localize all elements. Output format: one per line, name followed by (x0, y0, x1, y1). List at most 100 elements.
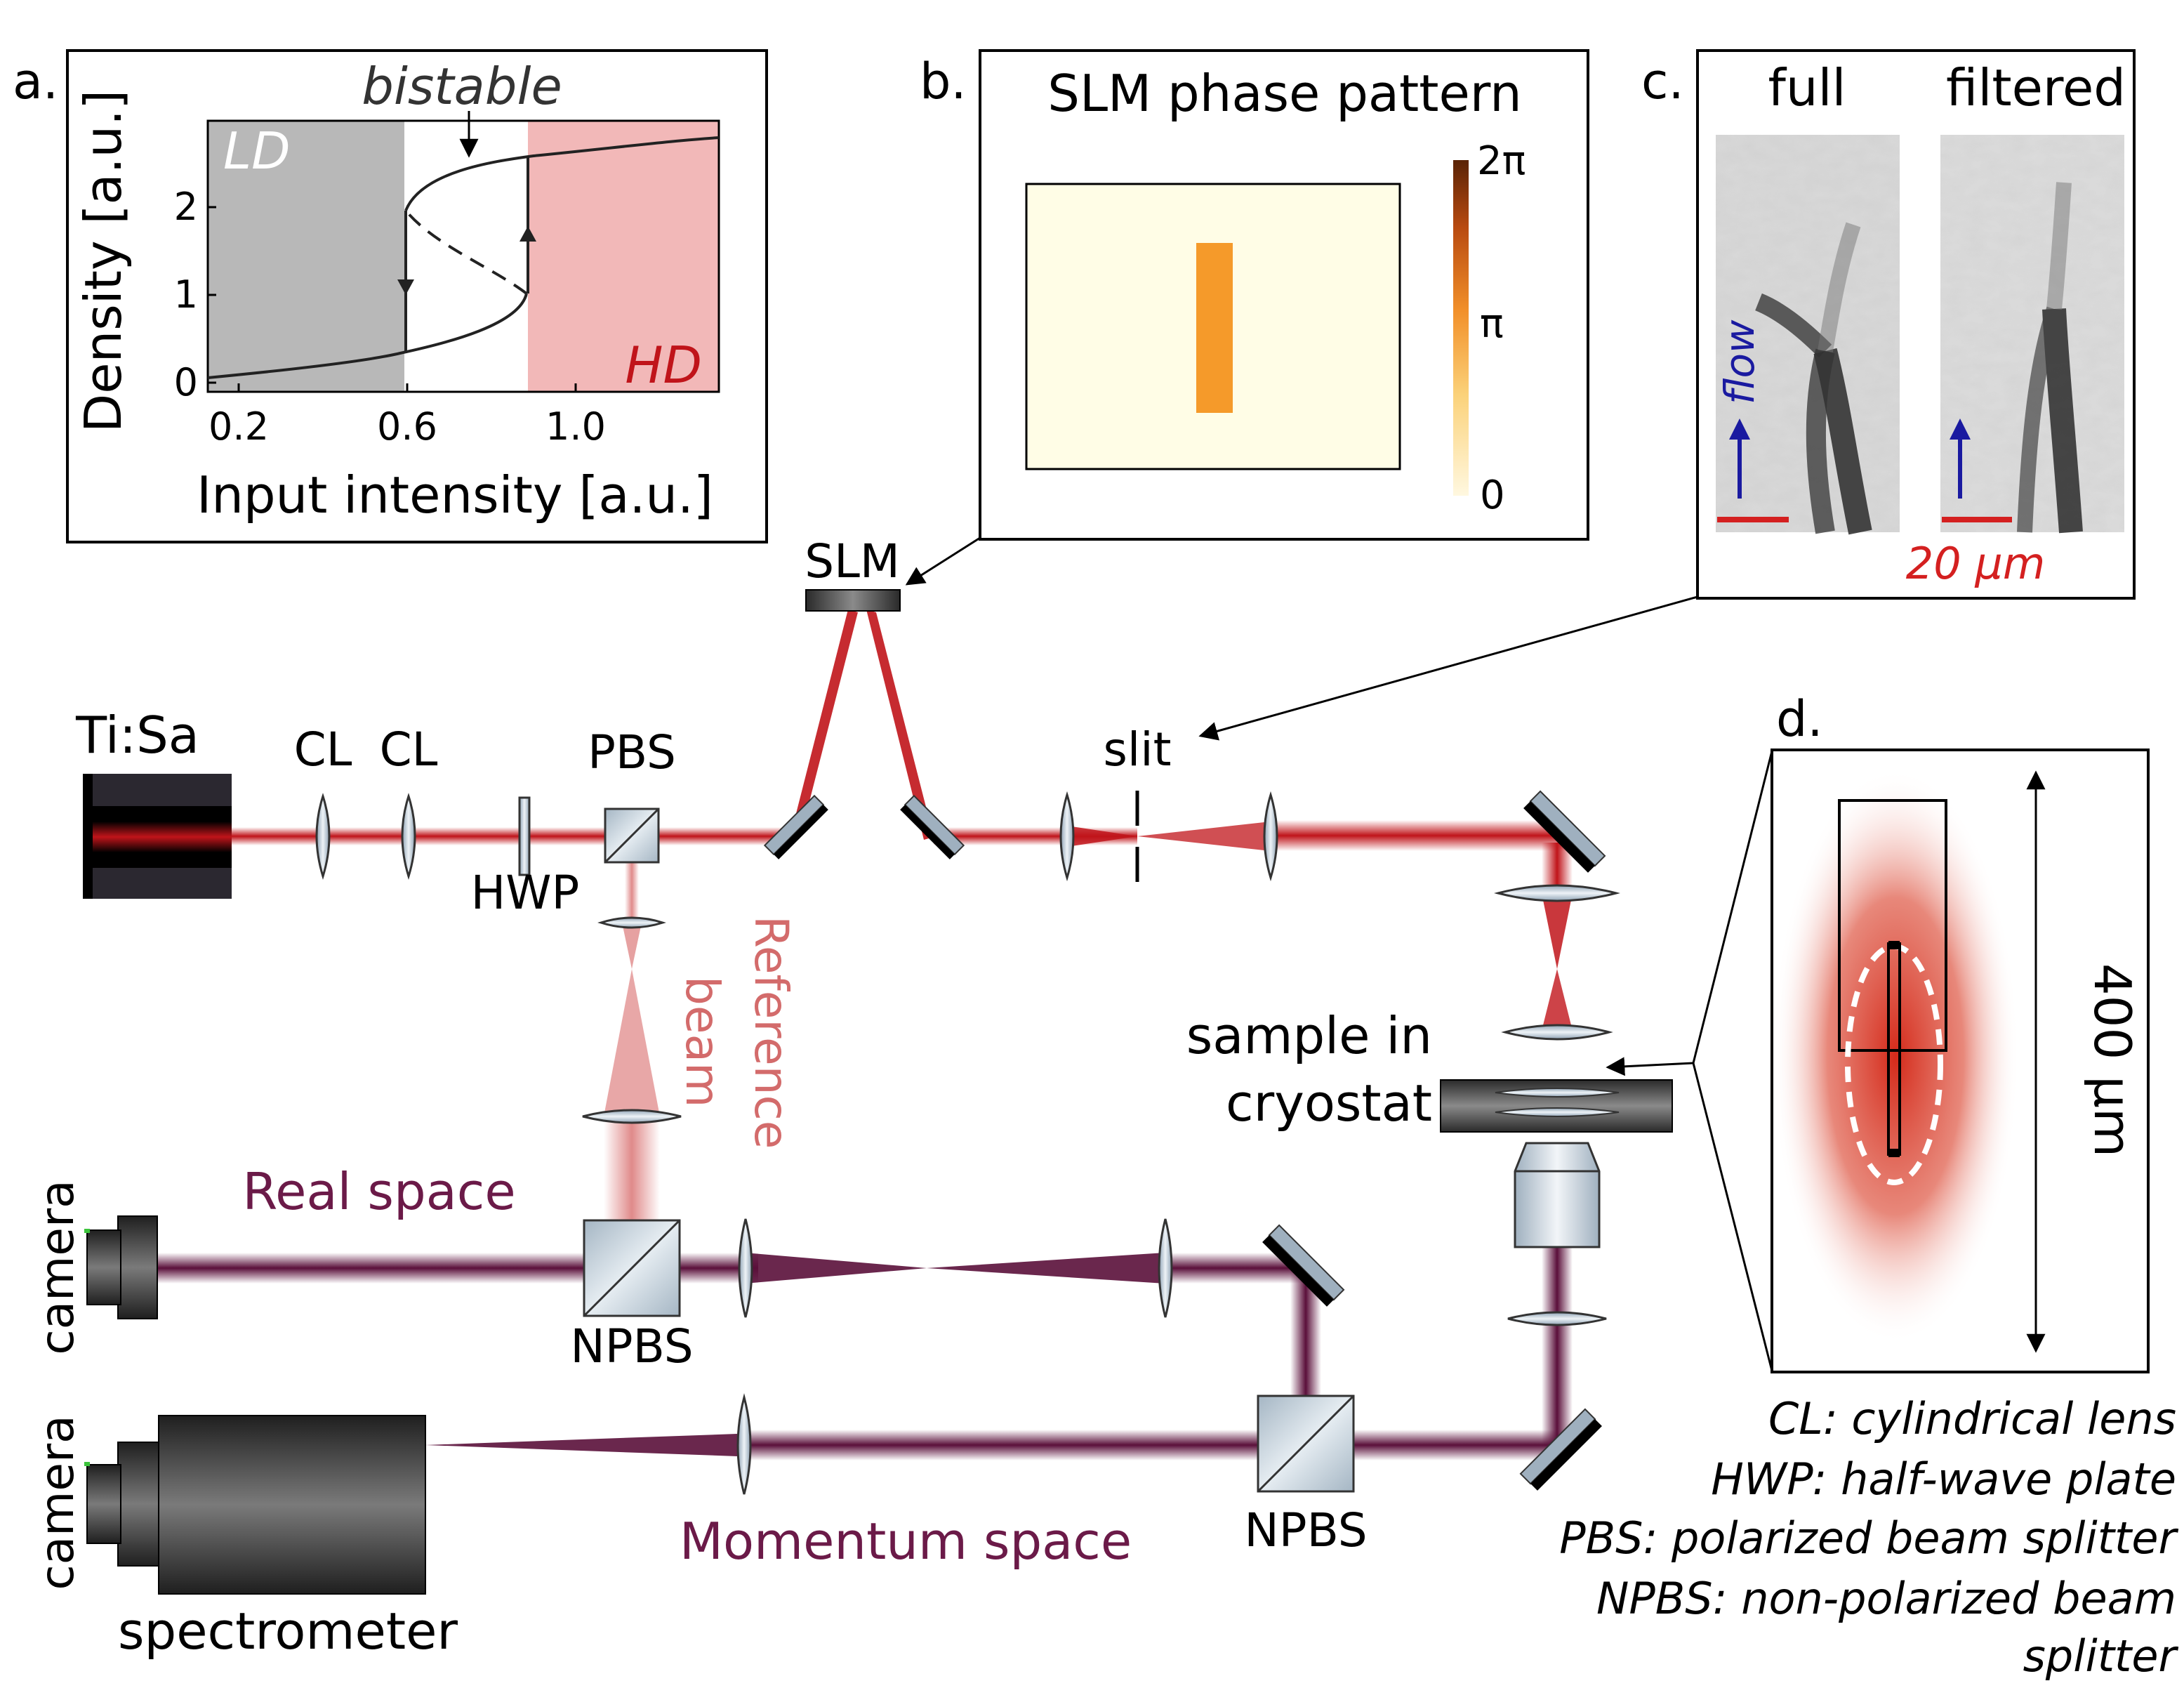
arrow-down-marker (397, 279, 414, 295)
beam-objective-down (1542, 1243, 1573, 1446)
zoom-arrow (1606, 1057, 1694, 1076)
spectrometer: spectrometer (118, 1415, 458, 1661)
mirror-2 (900, 794, 965, 859)
colorbar-tick-0: 0 (1480, 473, 1505, 518)
pbs: PBS (588, 725, 676, 864)
objective-lens (1507, 1311, 1607, 1326)
cryostat: sample in cryostat (1186, 1006, 1673, 1133)
panel-a: a. bistable LD HD 0.2 0.6 1.0 0 (13, 49, 768, 543)
scalebar-label: 20 μm (1906, 538, 2045, 589)
pointer-b-to-slm (905, 536, 981, 586)
beam-paths (154, 609, 1573, 1460)
beam-focus-sample-2 (1542, 969, 1573, 1031)
panel-d: d. 400 μm (1771, 690, 2150, 1373)
xtick-0: 0.2 (209, 404, 269, 449)
camera2-label: camera (30, 1415, 84, 1590)
colorbar-tick-pi: π (1480, 301, 1504, 347)
ref-lens-1 (597, 916, 666, 929)
beam-momentum (737, 1430, 1558, 1460)
zoom-line-top (1692, 751, 1773, 1064)
upper-branch (404, 136, 720, 211)
xtick-2: 1.0 (545, 404, 606, 449)
phase-region-box (1838, 799, 1947, 1052)
plot-a-axes (206, 119, 720, 393)
image-title-filtered: filtered (1946, 58, 2126, 117)
image-filtered (1940, 135, 2124, 534)
slit: slit (1104, 723, 1172, 882)
image-title-full: full (1768, 58, 1846, 117)
panel-b-title: SLM phase pattern (1047, 64, 1522, 123)
legend-line-1: CL: cylindrical lens (1768, 1393, 2176, 1444)
beam-ref-focus (622, 923, 642, 969)
arrow-up-marker (519, 226, 536, 242)
sample-label-1: sample in (1186, 1006, 1432, 1065)
legend-line-2: HWP: half-wave plate (1711, 1453, 2176, 1505)
ytick-1: 1 (174, 272, 198, 317)
laser-label: Ti:Sa (75, 706, 199, 765)
legend-line-4: NPBS: non-polarized beam (1596, 1573, 2176, 1624)
panel-a-label: a. (13, 53, 58, 110)
pbs-label: PBS (588, 725, 676, 779)
mirror-5 (1519, 1408, 1602, 1491)
cl-lens-2: CL (380, 723, 438, 881)
npbs-1: NPBS (570, 1219, 694, 1373)
phase-stripe (1196, 243, 1233, 413)
slit-label: slit (1104, 723, 1172, 777)
npbs2-label: NPBS (1244, 1503, 1367, 1557)
beam-focus-slit (1067, 826, 1137, 847)
bistable-label: bistable (362, 57, 562, 116)
xlabel-a: Input intensity [a.u.] (197, 466, 713, 525)
beam-real-focus-2 (927, 1253, 1165, 1284)
lower-branch (207, 293, 528, 379)
beam-ref-2 (604, 1116, 660, 1222)
unstable-branch (404, 209, 528, 295)
colorbar (1453, 160, 1469, 496)
sample-lens-1 (1494, 884, 1620, 902)
npbs-2: NPBS (1244, 1394, 1368, 1557)
pump-spot (1772, 768, 2019, 1344)
camera-2: camera (30, 1415, 159, 1590)
legend: CL: cylindrical lens HWP: half-wave plat… (1559, 1393, 2178, 1682)
reference-label-1: Reference (744, 916, 798, 1149)
beam-to-m3 (1271, 820, 1573, 851)
cl-lens-1: CL (294, 723, 352, 881)
real-lens-2 (1158, 1218, 1173, 1318)
momentum-lens (736, 1393, 752, 1495)
panel-c: c. full filtered flow 20 μm (1641, 49, 2136, 600)
spectrometer-label: spectrometer (118, 1602, 458, 1661)
beam-laser-to-m1 (220, 827, 782, 845)
panel-b-label: b. (920, 53, 967, 110)
hd-label: HD (625, 336, 702, 395)
hwp: HWP (471, 796, 580, 920)
beam-diverge-slit (1137, 822, 1271, 851)
ytick-0: 0 (174, 360, 198, 404)
cl1-label: CL (294, 723, 352, 777)
real-lens-1 (738, 1218, 753, 1318)
xtick-1: 0.6 (377, 404, 437, 449)
laser: Ti:Sa (75, 706, 232, 899)
hd-region (528, 121, 719, 392)
panel-d-label: d. (1776, 690, 1823, 748)
flow-label: flow (1716, 319, 1763, 404)
reference-label-2: beam (675, 976, 729, 1107)
ytick-2: 2 (174, 185, 198, 229)
beam-slm-to-m2 (866, 609, 934, 840)
mirror-1 (763, 794, 828, 859)
ref-lens-2 (582, 1109, 682, 1124)
legend-line-5: splitter (2023, 1630, 2179, 1682)
slit-lens-2 (1263, 791, 1278, 882)
sample-label-2: cryostat (1226, 1074, 1432, 1133)
slm-label: SLM (805, 534, 900, 588)
mirror-4 (1262, 1224, 1345, 1307)
real-space-label: Real space (242, 1162, 515, 1221)
panel-b: b. SLM phase pattern 2π π 0 (920, 49, 1589, 541)
mirror-3 (1523, 790, 1606, 873)
hwp-label: HWP (471, 866, 580, 920)
image-full (1716, 135, 1900, 535)
ylabel-a: Density [a.u.] (74, 90, 133, 433)
panel-d-scale-label: 400 μm (2083, 963, 2142, 1157)
beam-ref-diverge (604, 969, 660, 1116)
beam-m1-to-slm (792, 609, 858, 837)
beam-focus-sample-1 (1542, 893, 1573, 969)
